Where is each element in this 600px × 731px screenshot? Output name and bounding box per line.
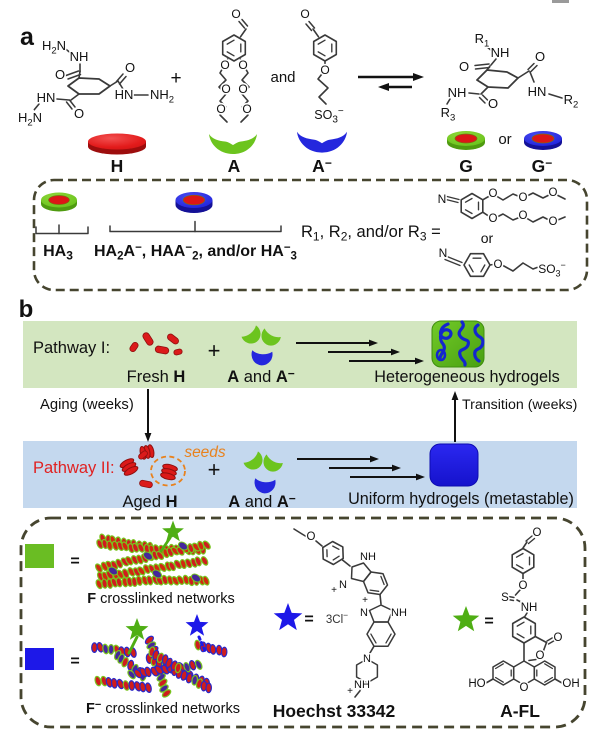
svg-text:O: O (307, 531, 316, 543)
svg-text:G−: G− (532, 156, 553, 176)
svg-text:HN: HN (115, 87, 134, 102)
svg-text:O: O (238, 58, 247, 72)
svg-text:+: + (347, 686, 353, 697)
svg-text:O: O (549, 216, 558, 228)
svg-text:O: O (533, 527, 542, 539)
svg-text:O: O (320, 63, 329, 77)
svg-text:seeds: seeds (184, 444, 226, 461)
svg-text:HA3: HA3 (43, 243, 73, 263)
svg-text:NH: NH (354, 679, 370, 691)
svg-text:+: + (362, 595, 368, 606)
svg-text:HN: HN (528, 84, 547, 99)
svg-text:O: O (536, 650, 545, 662)
svg-text:R3: R3 (441, 105, 456, 124)
svg-text:3Cl−: 3Cl− (326, 610, 348, 626)
svg-text:O: O (125, 60, 135, 75)
svg-text:NH: NH (391, 607, 407, 619)
svg-text:=: = (70, 553, 79, 570)
svg-text:A and A−: A and A− (228, 492, 296, 512)
svg-text:O: O (519, 192, 528, 204)
svg-text:S: S (501, 592, 509, 604)
svg-text:O: O (216, 102, 225, 116)
svg-text:O: O (519, 580, 528, 592)
svg-text:R2: R2 (564, 92, 579, 111)
svg-text:O: O (549, 187, 558, 199)
svg-text:NH: NH (360, 551, 376, 563)
svg-text:H2N: H2N (18, 110, 42, 129)
svg-text:N: N (439, 246, 448, 260)
svg-text:O: O (535, 49, 545, 64)
svg-text:+: + (208, 457, 221, 482)
svg-text:O: O (220, 58, 229, 72)
svg-text:O: O (74, 106, 84, 121)
svg-text:Fresh H: Fresh H (127, 368, 186, 386)
svg-text:Heterogeneous hydrogels: Heterogeneous hydrogels (374, 368, 559, 386)
svg-text:O: O (489, 213, 498, 225)
svg-text:Pathway I:: Pathway I: (33, 339, 110, 357)
svg-text:+: + (170, 68, 181, 89)
svg-text:O: O (55, 67, 65, 82)
svg-text:O: O (519, 210, 528, 222)
svg-text:OH: OH (562, 678, 579, 690)
svg-text:F crosslinked networks: F crosslinked networks (87, 591, 234, 607)
svg-text:N: N (339, 579, 347, 591)
svg-text:N: N (360, 607, 368, 619)
svg-text:and: and (270, 69, 295, 86)
svg-text:=: = (484, 613, 493, 630)
svg-text:A-FL: A-FL (500, 701, 540, 721)
svg-text:N: N (438, 192, 447, 206)
svg-text:HN: HN (37, 90, 56, 105)
svg-text:F− crosslinked networks: F− crosslinked networks (86, 699, 240, 717)
svg-text:+: + (208, 338, 221, 363)
svg-text:O: O (489, 188, 498, 200)
svg-text:NH: NH (491, 45, 510, 60)
svg-text:Aged H: Aged H (122, 493, 177, 511)
svg-text:Pathway II:: Pathway II: (33, 459, 115, 477)
svg-text:O: O (238, 82, 247, 96)
svg-text:H: H (111, 156, 124, 176)
svg-text:=: = (304, 611, 313, 628)
svg-text:A−: A− (312, 156, 332, 176)
svg-text:Hoechst 33342: Hoechst 33342 (273, 701, 396, 721)
svg-text:Transition (weeks): Transition (weeks) (462, 397, 577, 413)
svg-text:O: O (300, 7, 309, 21)
svg-text:NH: NH (448, 85, 467, 100)
svg-text:O: O (488, 96, 498, 111)
svg-text:HA2A−, HAA−2, and/or HA−3: HA2A−, HAA−2, and/or HA−3 (94, 242, 297, 263)
svg-text:O: O (520, 682, 529, 694)
svg-text:O: O (221, 82, 230, 96)
svg-text:NH2: NH2 (150, 87, 174, 106)
svg-text:Uniform hydrogels (metastable): Uniform hydrogels (metastable) (348, 490, 574, 508)
svg-text:N: N (363, 653, 371, 665)
svg-text:=: = (70, 653, 79, 670)
svg-text:G: G (459, 156, 473, 176)
svg-text:O: O (459, 59, 469, 74)
svg-text:A: A (228, 156, 241, 176)
svg-text:SO3−: SO3− (538, 260, 566, 279)
svg-text:SO3−: SO3− (314, 106, 344, 126)
svg-text:b: b (19, 296, 34, 323)
svg-text:A and A−: A and A− (227, 367, 295, 387)
svg-text:or: or (498, 131, 511, 148)
svg-text:NH: NH (70, 49, 89, 64)
svg-text:NH: NH (521, 602, 538, 614)
svg-text:O: O (494, 259, 503, 271)
svg-text:O: O (231, 7, 240, 21)
svg-text:R1, R2, and/or R3 =: R1, R2, and/or R3 = (301, 223, 441, 244)
svg-text:R1: R1 (475, 31, 490, 50)
svg-text:O: O (242, 102, 251, 116)
svg-text:a: a (20, 23, 35, 51)
svg-text:H2N: H2N (42, 38, 66, 57)
svg-text:O: O (554, 632, 563, 644)
svg-text:HO: HO (468, 678, 485, 690)
svg-text:or: or (481, 230, 494, 246)
svg-text:Aging (weeks): Aging (weeks) (40, 397, 134, 413)
svg-text:+: + (331, 585, 337, 596)
